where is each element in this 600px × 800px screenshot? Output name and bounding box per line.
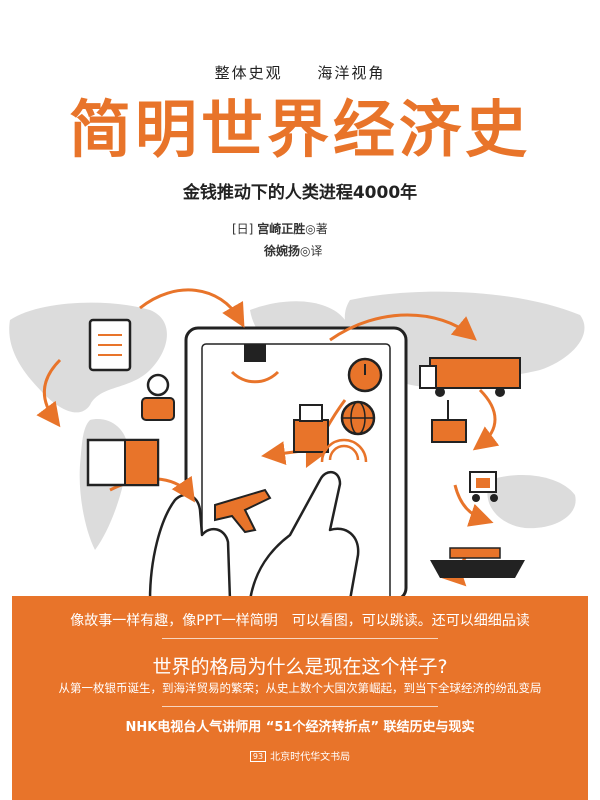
author-row: [日] 宫崎正胜◎著	[232, 218, 328, 240]
cover-illustration	[9, 288, 585, 600]
promo-question: 世界的格局为什么是现在这个样子?	[152, 656, 448, 678]
globe-icon	[340, 400, 376, 436]
package-hands-icon	[230, 344, 280, 384]
book-title: 简明世界经济史	[68, 93, 531, 166]
truck-icon	[419, 357, 521, 397]
touch-ripple-icon	[320, 438, 368, 463]
promo-band: 像故事一样有趣，像PPT一样简明 可以看图，可以跳读。还可以细细品读 世界的格局…	[12, 596, 588, 800]
author-name: 宫崎正胜	[257, 222, 306, 236]
stacked-boxes-icon	[293, 404, 329, 453]
headset-operator-icon	[141, 373, 175, 421]
hands	[148, 471, 360, 600]
crane-container-icon	[431, 400, 467, 443]
translator-row: 徐婉扬◎译	[232, 240, 328, 262]
author-nationality: [日]	[232, 222, 254, 236]
translator-role: ◎译	[300, 244, 323, 258]
author-role: ◎著	[305, 222, 328, 236]
tagline-right: 海洋视角	[317, 64, 386, 82]
author-block: [日] 宫崎正胜◎著 徐婉扬◎译	[232, 218, 328, 262]
stopwatch-icon	[347, 357, 383, 393]
book-subtitle: 金钱推动下的人类进程4000年	[182, 183, 418, 203]
tagline: 整体史观 海洋视角	[0, 62, 600, 83]
promo-nhk-line: NHK电视台人气讲师用 “51个经济转折点” 联结历史与现实	[125, 720, 475, 735]
flow-arrows	[36, 288, 500, 587]
cargo-ship-icon	[430, 547, 525, 578]
clipboard-icon	[88, 318, 132, 372]
publisher-logo: 93	[249, 751, 267, 762]
band-divider	[162, 706, 438, 707]
cargo-box-icon	[86, 438, 160, 487]
publisher-name: 北京时代华文书局	[270, 752, 351, 763]
airplane-icon	[214, 488, 272, 534]
tagline-left: 整体史观	[214, 64, 283, 82]
promo-line: 像故事一样有趣，像PPT一样简明 可以看图，可以跳读。还可以细细品读	[70, 613, 530, 629]
promo-description: 从第一枚银币诞生，到海洋贸易的繁荣；从史上数个大国次第崛起，到当下全球经济的纷乱…	[58, 681, 542, 695]
forklift-icon	[469, 471, 498, 502]
band-divider	[162, 638, 438, 639]
translator-name: 徐婉扬	[264, 244, 301, 258]
